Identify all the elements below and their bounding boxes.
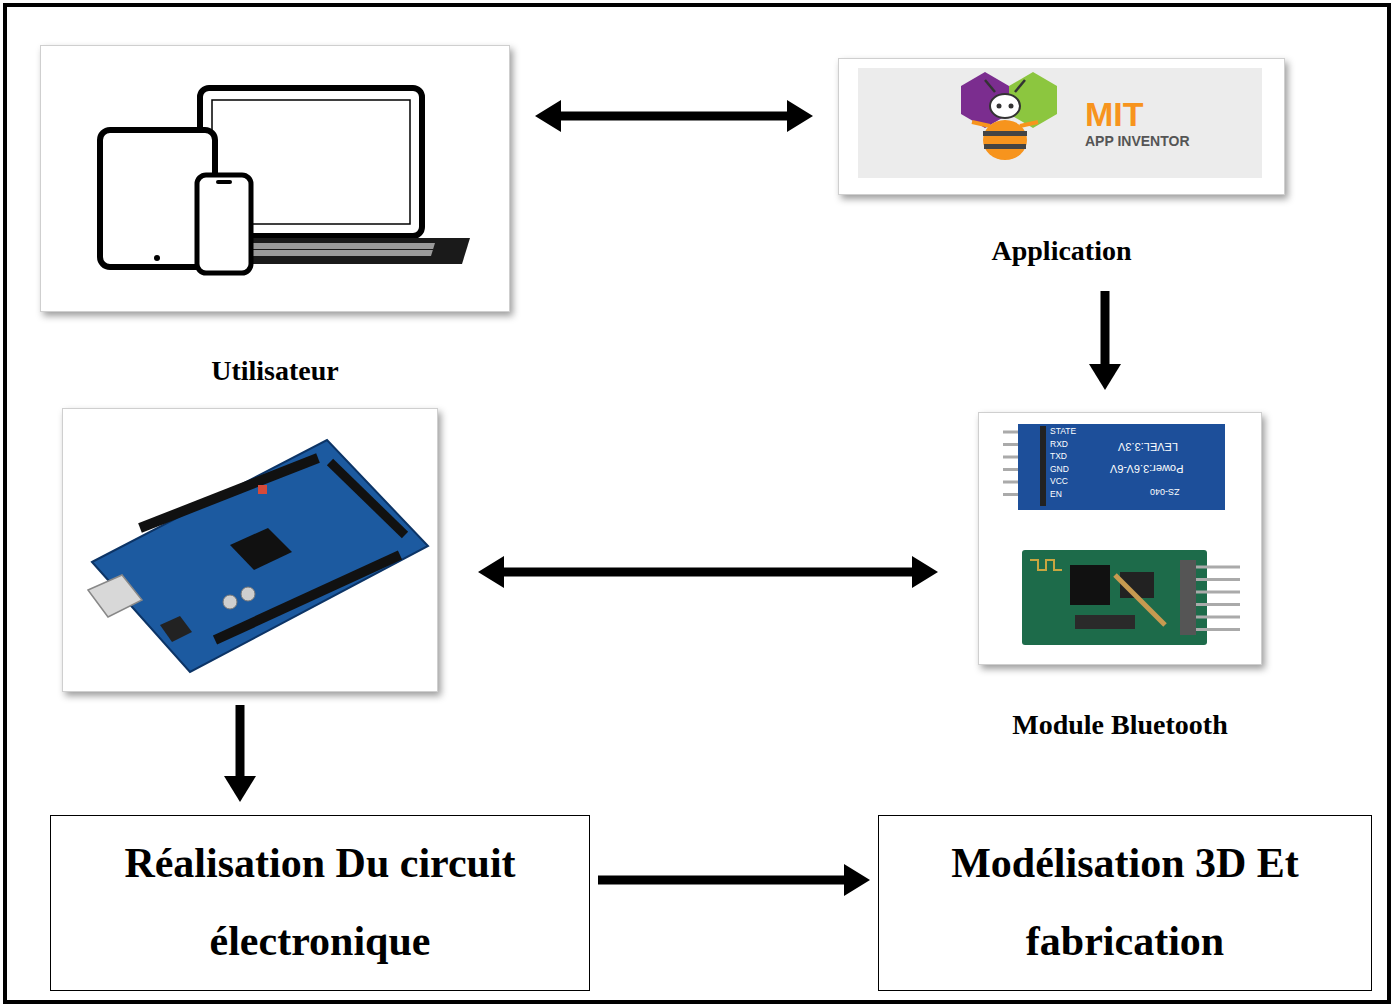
app-inventor-logo-part bbox=[1020, 122, 1038, 126]
pin-label: Power:3.6V-6V bbox=[1110, 462, 1183, 475]
connector-arrow bbox=[1089, 291, 1121, 390]
arduino-board bbox=[88, 440, 428, 672]
app-inventor-logo-part bbox=[1009, 104, 1014, 109]
connector-line bbox=[1101, 291, 1110, 366]
arrow-head bbox=[535, 100, 561, 132]
arduino-board-part bbox=[92, 440, 428, 672]
process-box: Modélisation 3D Et fabrication bbox=[878, 815, 1372, 991]
arduino-board-part bbox=[215, 555, 400, 640]
app-inventor-logo-part bbox=[858, 68, 1262, 178]
arduino-board-part bbox=[330, 462, 405, 535]
arduino-box bbox=[62, 408, 438, 692]
outer-frame-part bbox=[5, 5, 1389, 1002]
logo-title: MIT bbox=[1085, 95, 1144, 133]
arduino-board-part bbox=[223, 595, 237, 609]
connector-arrow bbox=[224, 705, 256, 802]
app-inventor-logo-part bbox=[1015, 80, 1025, 92]
devices-icon-part bbox=[154, 255, 160, 261]
devices-icon bbox=[100, 88, 470, 273]
connector-arrow bbox=[478, 556, 938, 588]
bluetooth-module-part bbox=[1196, 628, 1240, 631]
connector-arrow bbox=[598, 864, 870, 896]
bluetooth-module-part bbox=[1075, 615, 1135, 629]
arrow-head bbox=[478, 556, 504, 588]
bluetooth-module-part bbox=[1196, 603, 1240, 606]
pin-label: LEVEL:3.3V bbox=[1118, 440, 1178, 453]
pin-label: TXD bbox=[1050, 451, 1067, 462]
node-caption: Application bbox=[839, 233, 1284, 269]
connector-arrow bbox=[535, 100, 813, 132]
process-box: Réalisation Du circuit électronique bbox=[50, 815, 590, 991]
bluetooth-module-part bbox=[1196, 566, 1240, 569]
arrow-head bbox=[1089, 364, 1121, 390]
arduino-board-part bbox=[241, 587, 255, 601]
arrow-head bbox=[787, 100, 813, 132]
app-inventor-logo-part bbox=[990, 94, 1020, 118]
pin-label: VCC bbox=[1050, 476, 1068, 487]
arrow-head bbox=[912, 556, 938, 588]
app-inventor-logo bbox=[858, 68, 1262, 178]
logo-subtitle: APP INVENTOR bbox=[1085, 133, 1190, 150]
bluetooth-module-part bbox=[1022, 550, 1207, 645]
bluetooth-module-part bbox=[1040, 426, 1046, 506]
app-inventor-logo-part bbox=[983, 120, 1027, 160]
arduino-board-part bbox=[140, 458, 318, 528]
node-caption: Utilisateur bbox=[41, 353, 509, 389]
application-box: MITAPP INVENTORApplication bbox=[838, 58, 1285, 195]
pin-label: GND bbox=[1050, 464, 1069, 475]
bluetooth-module-part bbox=[1196, 616, 1240, 619]
bluetooth-module-part bbox=[1196, 591, 1240, 594]
connector-line bbox=[236, 705, 245, 778]
pin-label: ZS-040 bbox=[1150, 486, 1180, 497]
app-inventor-logo-part bbox=[985, 80, 995, 92]
pin-label: STATE bbox=[1050, 426, 1076, 437]
arrow-head bbox=[844, 864, 870, 896]
process-text: Réalisation Du circuit électronique bbox=[65, 825, 575, 980]
devices-icon-part bbox=[197, 175, 251, 273]
bluetooth-module-part bbox=[1115, 575, 1165, 625]
outer-frame bbox=[5, 5, 1389, 1002]
devices-icon-part bbox=[216, 180, 232, 184]
app-inventor-logo-part bbox=[983, 131, 1027, 136]
app-inventor-logo-part bbox=[972, 122, 990, 126]
arduino-board-part bbox=[160, 616, 192, 642]
process-text: Modélisation 3D Et fabrication bbox=[893, 825, 1357, 980]
user-devices-box: Utilisateur bbox=[40, 45, 510, 312]
bluetooth-module-part bbox=[1196, 578, 1240, 581]
bluetooth-module-part bbox=[1070, 565, 1110, 605]
arduino-board-part bbox=[230, 528, 292, 570]
connector-line bbox=[559, 112, 789, 121]
node-caption: Module Bluetooth bbox=[979, 707, 1261, 743]
pin-label: EN bbox=[1050, 489, 1062, 500]
bluetooth-module-part bbox=[1030, 560, 1062, 570]
connector-line bbox=[502, 568, 914, 577]
connector-line bbox=[598, 876, 846, 885]
arrow-head bbox=[224, 776, 256, 802]
pin-label: RXD bbox=[1050, 439, 1068, 450]
app-inventor-logo-part bbox=[984, 144, 1026, 149]
bluetooth-module bbox=[1003, 424, 1240, 645]
arduino-board-part bbox=[88, 575, 142, 617]
app-inventor-logo-part bbox=[997, 104, 1002, 109]
arduino-board-part bbox=[258, 485, 267, 494]
bluetooth-module-part bbox=[1180, 560, 1196, 635]
bluetooth-module-part bbox=[1018, 424, 1225, 510]
